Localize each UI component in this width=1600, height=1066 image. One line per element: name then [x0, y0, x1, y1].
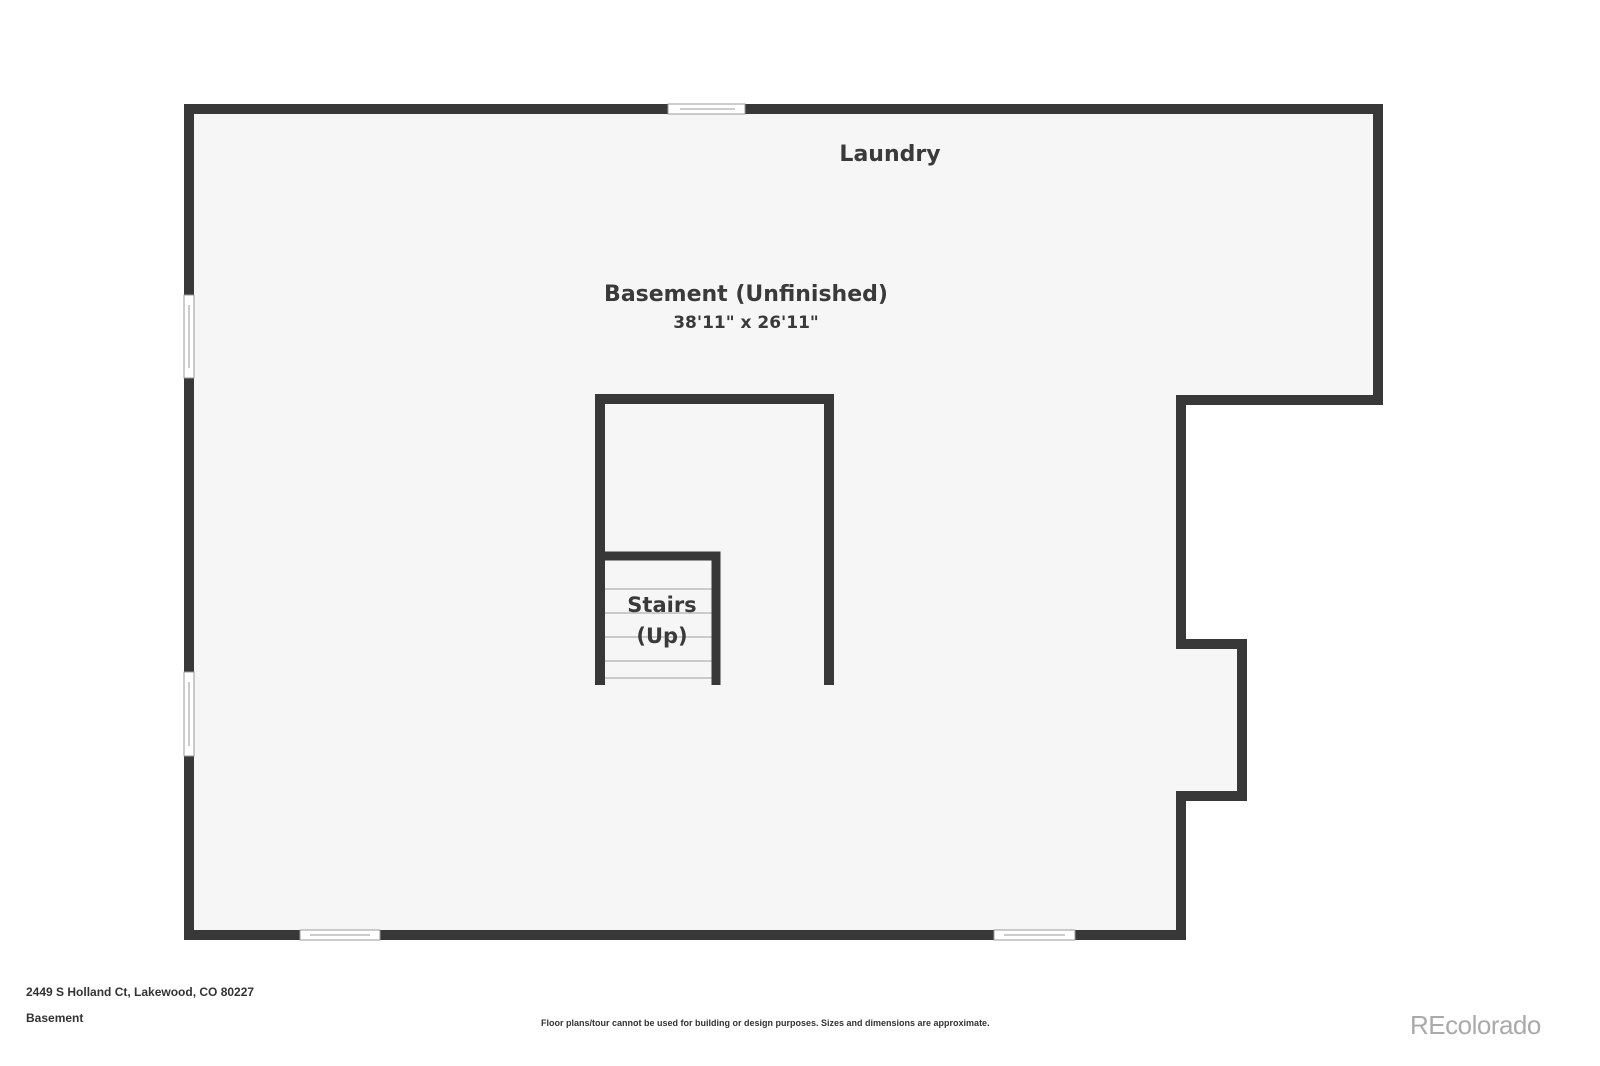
address: 2449 S Holland Ct, Lakewood, CO 80227 [26, 985, 255, 999]
room-label-basement: Basement (Unfinished) [604, 282, 888, 307]
room-dimensions-basement: 38'11" x 26'11" [673, 313, 819, 333]
interior-wall [595, 394, 834, 685]
disclaimer: Floor plans/tour cannot be used for buil… [541, 1018, 990, 1028]
windows [183, 103, 1076, 941]
stairs-wall [600, 551, 721, 685]
basement-floor [184, 104, 1383, 940]
room-label-stairs-up: (Up) [636, 624, 687, 648]
room-label-stairs: Stairs [627, 593, 696, 617]
stair-treads [605, 588, 712, 679]
floor-name: Basement [26, 1011, 84, 1025]
room-label-laundry: Laundry [839, 142, 940, 167]
brand-logo: REcolorado [1410, 1010, 1541, 1040]
